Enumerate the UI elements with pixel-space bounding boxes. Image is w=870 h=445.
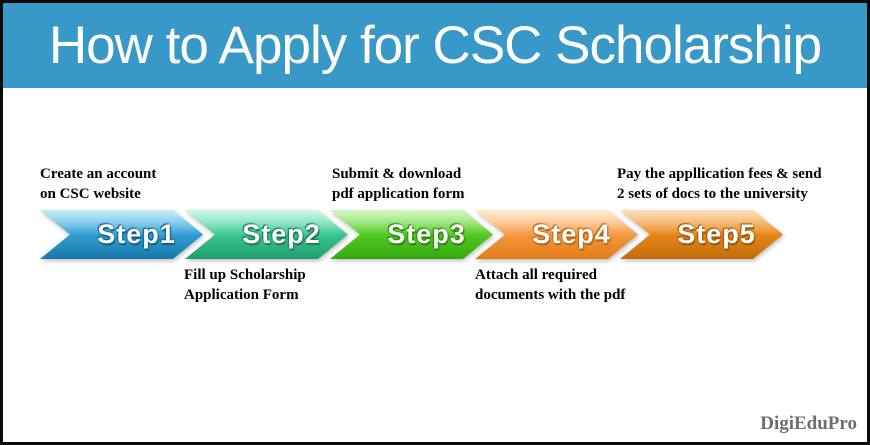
step4-note: Attach all required documents with the p… [475, 267, 626, 303]
step2-arrow: Step2 [185, 210, 348, 259]
step4-label: Step4 [532, 219, 611, 249]
step3-arrow-shape: Step3 [330, 210, 493, 259]
step4-arrow: Step4 [475, 210, 638, 259]
step1-arrow: Step1 [40, 210, 203, 259]
step2-arrow-shape: Step2 [185, 210, 348, 259]
brand-watermark: DigiEduPro [760, 413, 857, 434]
steps-row: Step1 Step2 Step3 Step4 Step5 [40, 210, 783, 259]
step1-arrow-shape: Step1 [40, 210, 203, 259]
step4-arrow-shape: Step4 [475, 210, 638, 259]
step2-label: Step2 [242, 219, 321, 249]
step5-label: Step5 [677, 219, 756, 249]
step1-note: Create an account on CSC website [40, 166, 157, 202]
page-title: How to Apply for CSC Scholarship [48, 16, 822, 75]
step5-note: Pay the appllication fees & send 2 sets … [617, 166, 822, 202]
step2-note: Fill up Scholarship Application Form [184, 267, 306, 303]
step3-arrow: Step3 [330, 210, 493, 259]
step5-arrow-shape: Step5 [620, 210, 783, 259]
step3-note: Submit & download pdf application form [332, 166, 465, 202]
step3-label: Step3 [387, 219, 466, 249]
step5-arrow: Step5 [620, 210, 783, 259]
step1-label: Step1 [97, 219, 176, 249]
title-band: How to Apply for CSC Scholarship [3, 3, 867, 88]
